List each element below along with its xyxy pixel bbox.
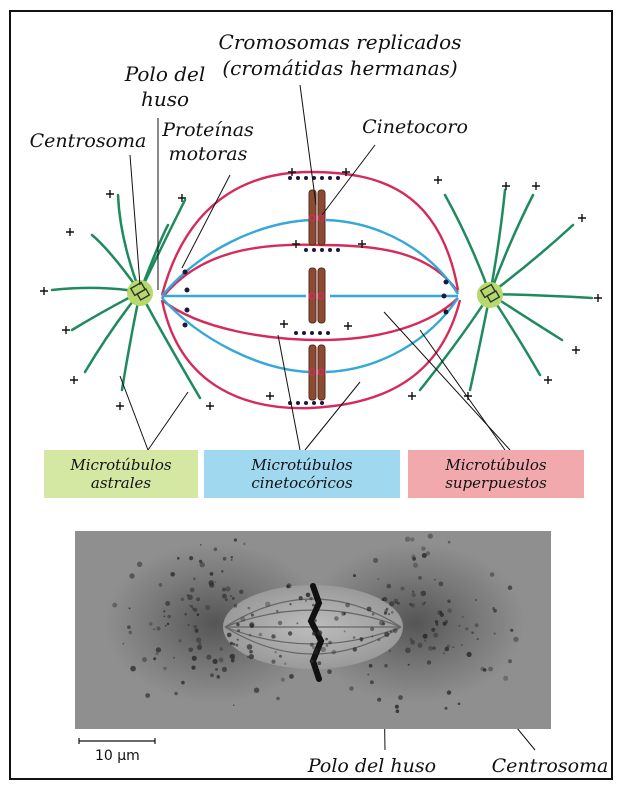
micrograph-image (75, 531, 551, 729)
legend-kinetochore-line1: Microtúbulos (204, 456, 400, 474)
scale-bar-label: 10 µm (95, 748, 140, 764)
legend-kinetochore: Microtúbulos cinetocóricos (204, 450, 400, 498)
legend-astral: Microtúbulos astrales (44, 450, 198, 498)
legend-overlap-line2: superpuestos (408, 474, 584, 492)
legend-kinetochore-line2: cinetocóricos (204, 474, 400, 492)
label-centrosoma: Centrosoma (30, 130, 147, 152)
label-polo-1: Polo del (124, 62, 206, 86)
astral-microtubules-right (420, 190, 592, 390)
legend-astral-line2: astrales (44, 474, 198, 492)
label-cinetocoro: Cinetocoro (362, 116, 468, 138)
label-proteinas-1: Proteínas (161, 119, 254, 141)
label-cromosomas-1: Cromosomas replicados (219, 30, 462, 54)
micrograph (75, 531, 551, 729)
legend-overlap-line1: Microtúbulos (408, 456, 584, 474)
legend-astral-line1: Microtúbulos (44, 456, 198, 474)
label-proteinas-2: motoras (169, 143, 248, 165)
legend-overlap: Microtúbulos superpuestos (408, 450, 584, 498)
label-cromosomas-2: (cromátidas hermanas) (222, 56, 457, 80)
centrosome-right (477, 282, 503, 308)
label-polo-2: huso (141, 87, 189, 111)
